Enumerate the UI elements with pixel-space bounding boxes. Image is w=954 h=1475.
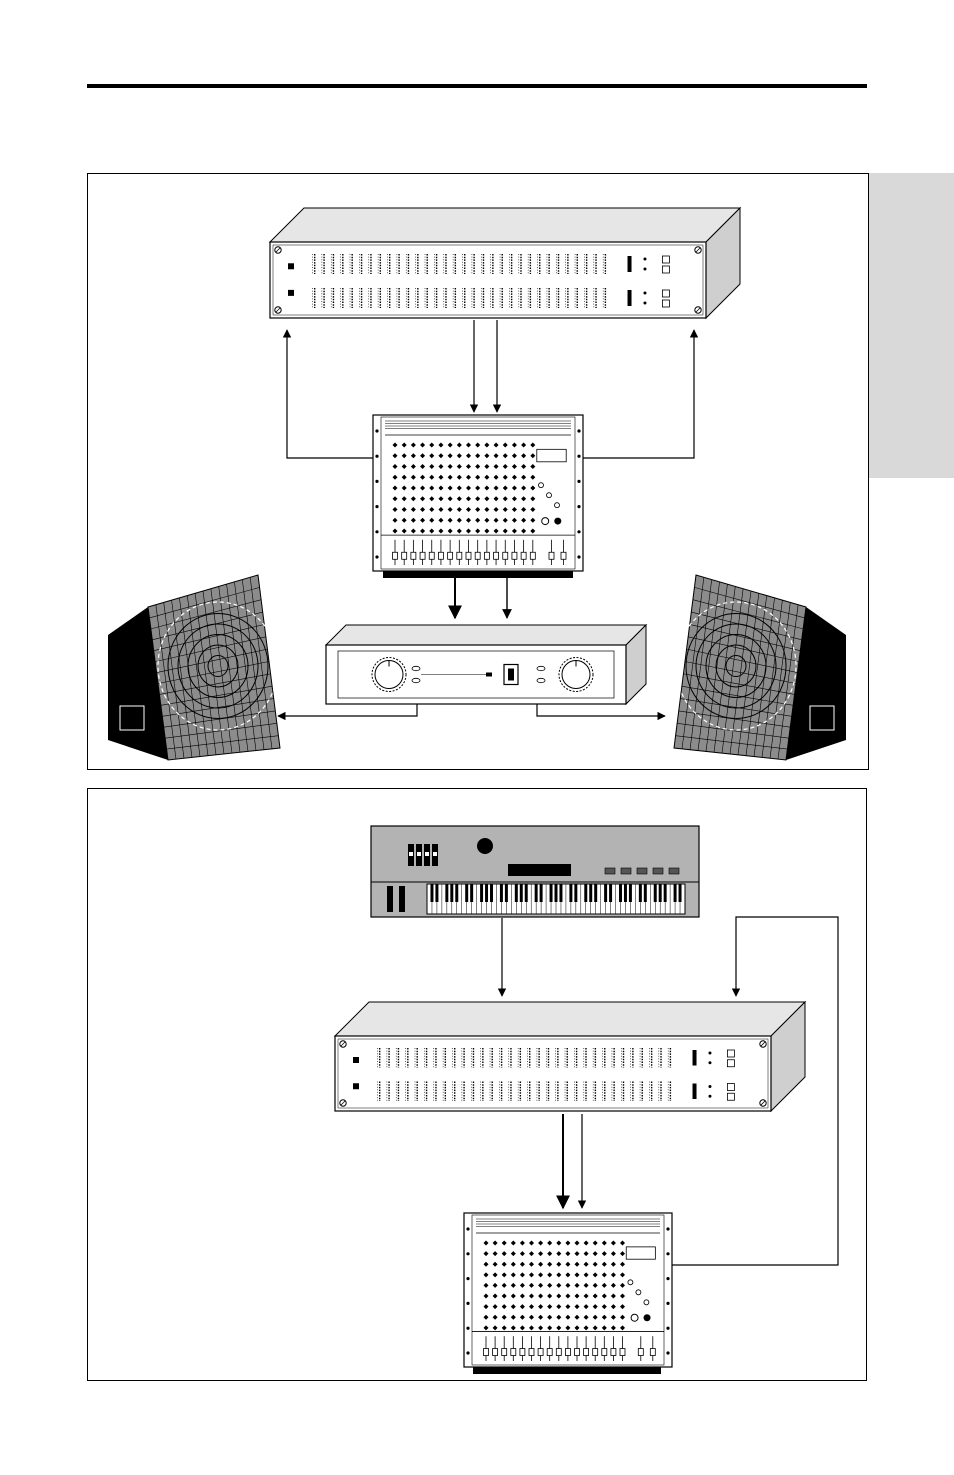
top-mixer (373, 415, 583, 578)
amp-to-left-speaker-line (278, 704, 417, 716)
top-equalizer (270, 208, 740, 318)
amp-to-right-speaker-line (537, 704, 665, 716)
bottom-mixer (464, 1213, 672, 1374)
mixer-to-eq-left-return (287, 330, 373, 458)
keyboard-synthesizer (371, 826, 699, 917)
power-amplifier (326, 625, 646, 704)
left-monitor-speaker (108, 575, 280, 760)
header-rule (87, 84, 867, 88)
bottom-equalizer (335, 1002, 805, 1111)
mixer-to-eq-right-return (583, 330, 694, 458)
right-monitor-speaker (674, 575, 846, 760)
